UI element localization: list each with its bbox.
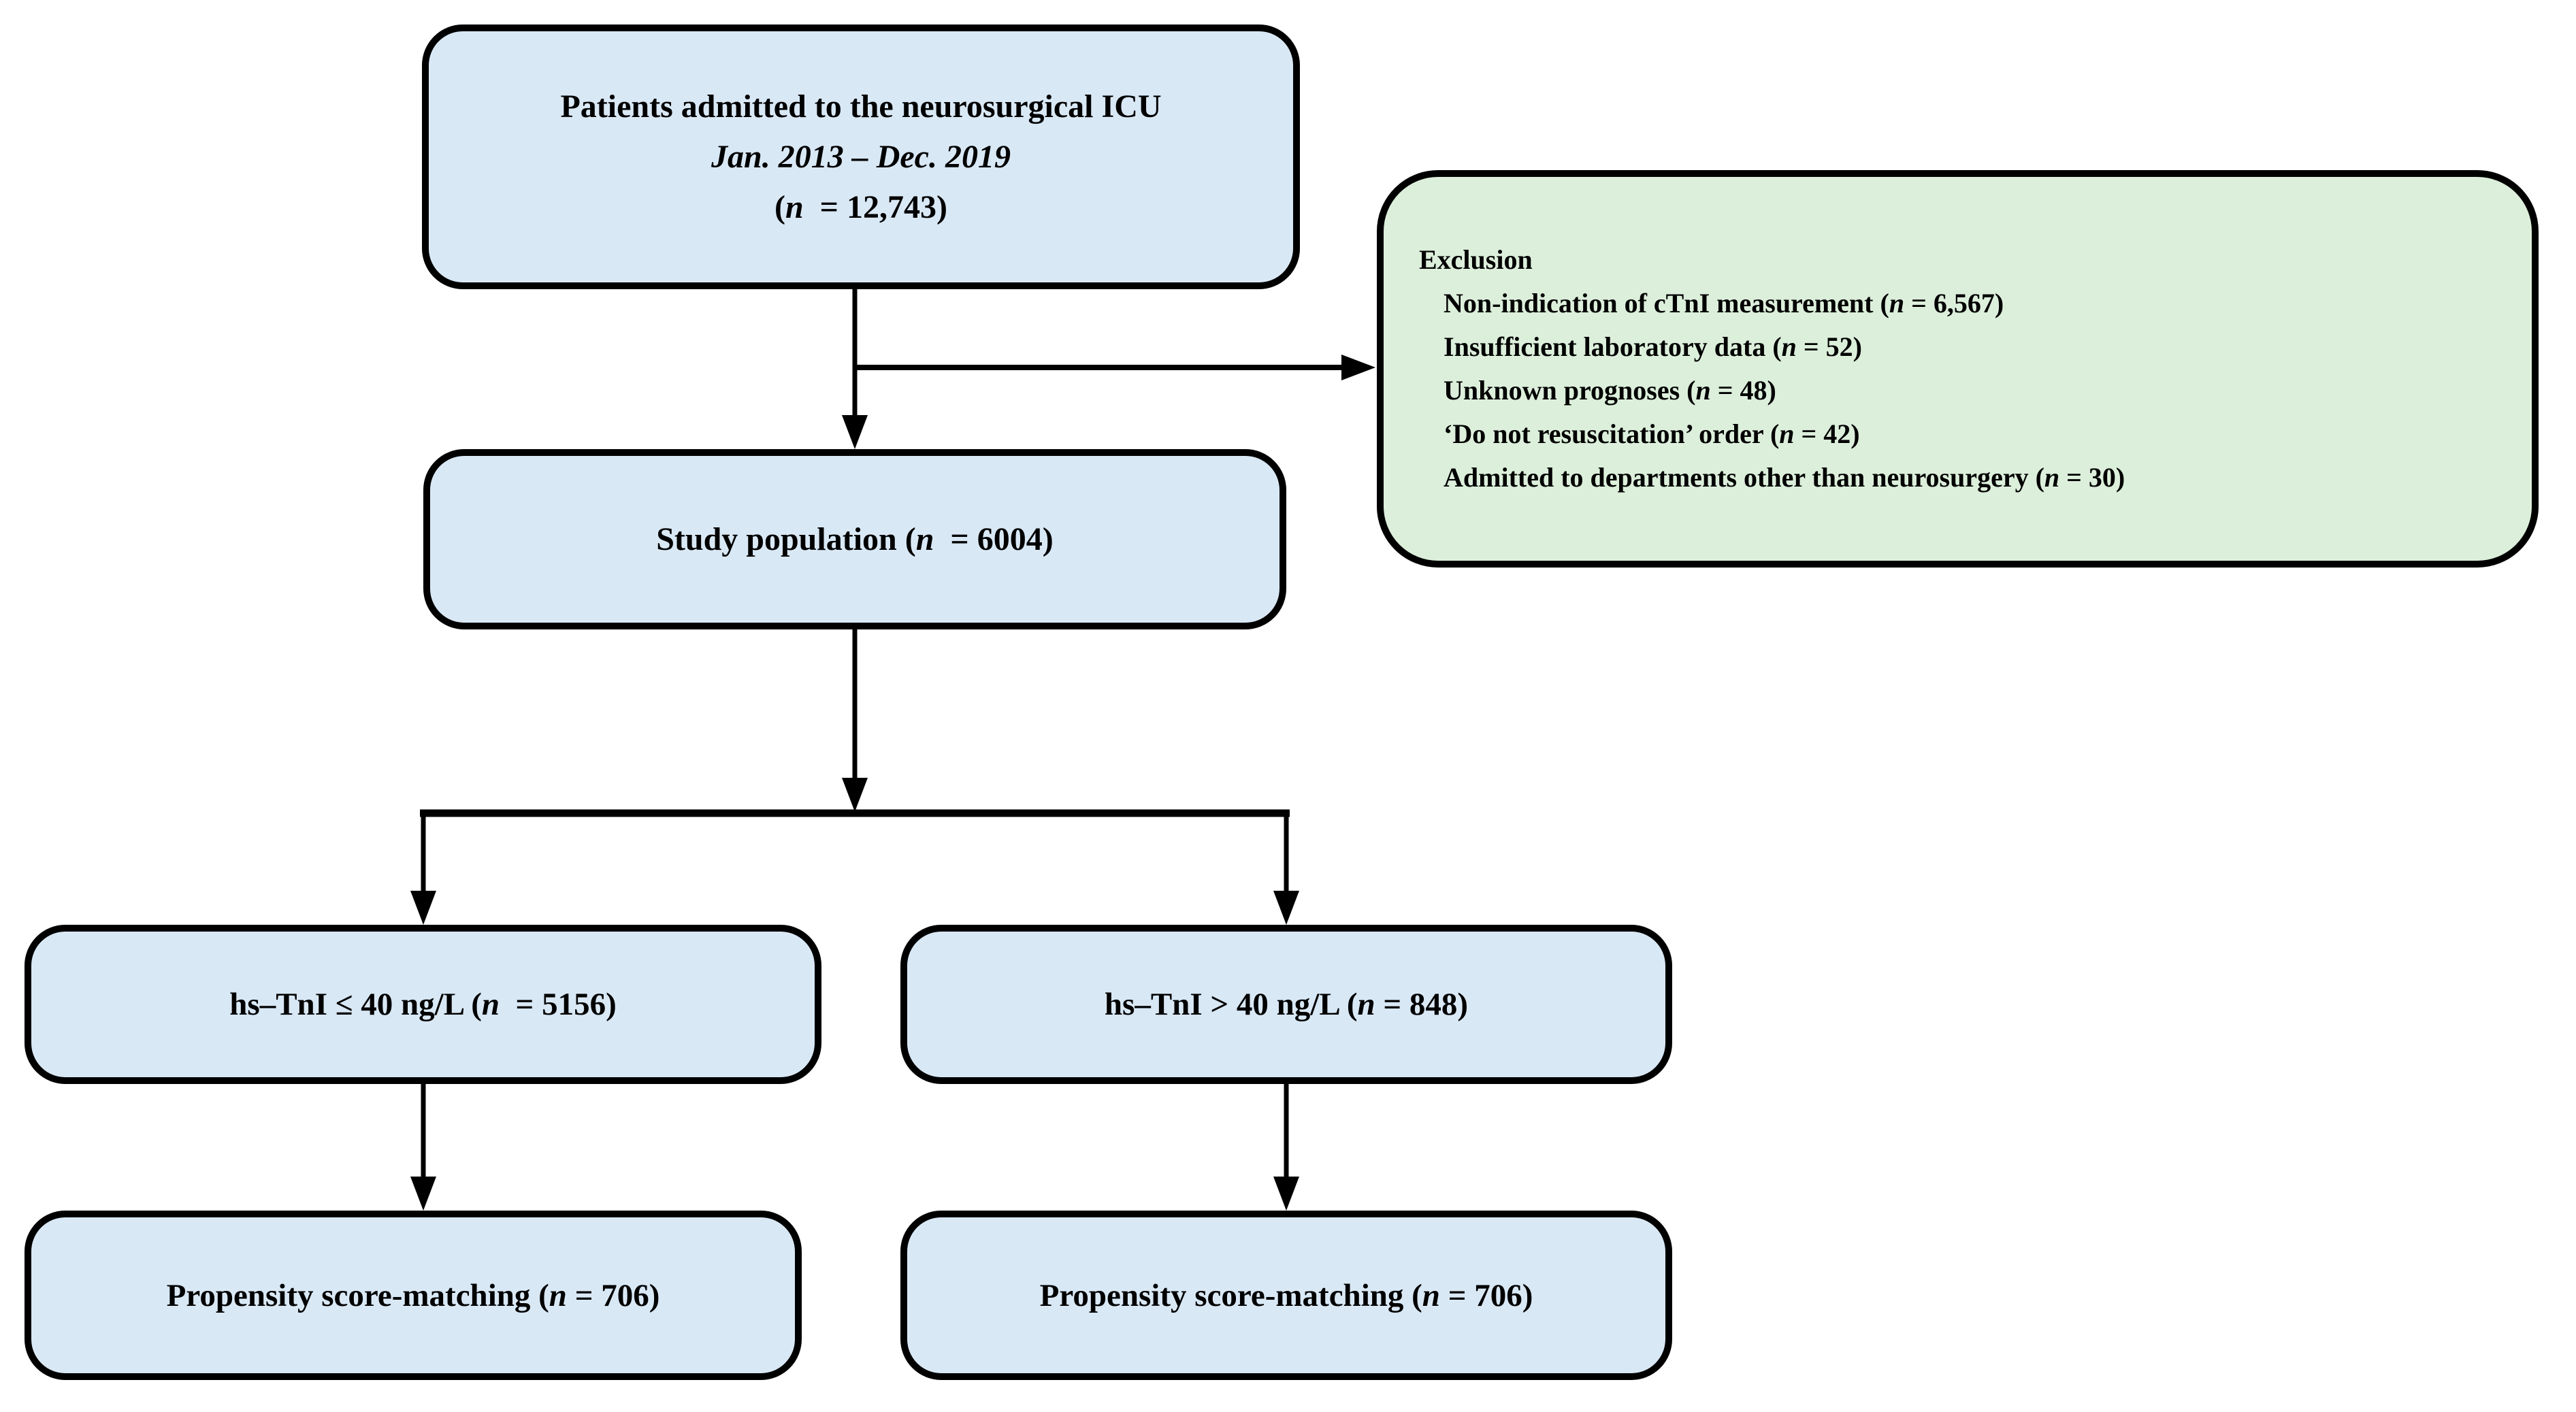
text-segment: = 52) bbox=[1796, 331, 1863, 362]
text-segment: Unknown prognoses ( bbox=[1444, 375, 1696, 406]
node-study: Study population (n = 6004) bbox=[423, 449, 1286, 629]
node-study-label: Study population (n = 6004) bbox=[656, 514, 1054, 565]
text-segment: = 6004) bbox=[934, 521, 1054, 557]
text-line: Jan. 2013 – Dec. 2019 bbox=[560, 132, 1161, 182]
node-hs-high: hs–TnI > 40 ng/L (n = 848) bbox=[900, 925, 1672, 1084]
node-psm-high: Propensity score-matching (n = 706) bbox=[900, 1211, 1672, 1380]
text-segment: n bbox=[549, 1277, 567, 1313]
text-segment: = 5156) bbox=[500, 987, 617, 1022]
arrow-admitted-to-study-head bbox=[842, 415, 868, 449]
arrow-study-to-branch-head bbox=[842, 778, 868, 812]
text-segment: Non-indication of cTnI measurement ( bbox=[1444, 288, 1889, 318]
text-segment: n bbox=[1695, 375, 1711, 406]
text-segment: n bbox=[1357, 987, 1375, 1022]
exclusion-item: ‘Do not resuscitation’ order (n = 42) bbox=[1444, 412, 2125, 456]
exclusion-item: Admitted to departments other than neuro… bbox=[1444, 456, 2125, 499]
node-hs-low-label: hs–TnI ≤ 40 ng/L (n = 5156) bbox=[229, 979, 616, 1030]
exclusion-items: Non-indication of cTnI measurement (n = … bbox=[1419, 282, 2125, 499]
exclusion-heading: Exclusion bbox=[1419, 238, 2125, 282]
node-hs-high-label: hs–TnI > 40 ng/L (n = 848) bbox=[1105, 979, 1468, 1030]
text-segment: n bbox=[2044, 462, 2060, 493]
exclusion-item: Non-indication of cTnI measurement (n = … bbox=[1444, 282, 2125, 325]
text-segment: Admitted to departments other than neuro… bbox=[1444, 462, 2044, 493]
node-psm-low-label: Propensity score-matching (n = 706) bbox=[167, 1270, 660, 1321]
text-line: Propensity score-matching (n = 706) bbox=[1040, 1270, 1533, 1321]
text-segment: n bbox=[1889, 288, 1905, 318]
text-segment: hs–TnI ≤ 40 ng/L ( bbox=[229, 987, 482, 1022]
text-segment: n bbox=[481, 987, 500, 1022]
text-segment: Patients admitted to the neurosurgical I… bbox=[560, 88, 1162, 125]
text-segment: = 848) bbox=[1375, 987, 1469, 1022]
text-segment: = 30) bbox=[2059, 462, 2125, 493]
text-segment: = 706) bbox=[1439, 1277, 1533, 1313]
text-line: Study population (n = 6004) bbox=[656, 514, 1054, 565]
text-segment: = 706) bbox=[566, 1277, 660, 1313]
text-segment: = 6,567) bbox=[1904, 288, 2004, 318]
node-hs-low: hs–TnI ≤ 40 ng/L (n = 5156) bbox=[25, 925, 821, 1084]
text-segment: Jan. 2013 – Dec. 2019 bbox=[711, 138, 1011, 175]
arrow-branch-to-hshigh-head bbox=[1273, 891, 1299, 925]
text-line: hs–TnI > 40 ng/L (n = 848) bbox=[1105, 979, 1468, 1030]
text-segment: hs–TnI > 40 ng/L ( bbox=[1104, 987, 1358, 1022]
node-admitted: Patients admitted to the neurosurgical I… bbox=[422, 24, 1300, 289]
text-line: Propensity score-matching (n = 706) bbox=[167, 1270, 660, 1321]
arrow-branch-to-hslow-head bbox=[410, 891, 436, 925]
text-segment: = 42) bbox=[1794, 418, 1860, 449]
node-exclusion-content: Exclusion Non-indication of cTnI measure… bbox=[1384, 238, 2138, 499]
text-segment: ‘Do not resuscitation’ order ( bbox=[1444, 418, 1780, 449]
arrow-hslow-to-psmlow-head bbox=[410, 1177, 436, 1211]
text-segment: n bbox=[915, 521, 934, 557]
arrow-to-exclusion-head bbox=[1341, 355, 1375, 380]
exclusion-item: Unknown prognoses (n = 48) bbox=[1444, 369, 2125, 412]
text-segment: = 12,743) bbox=[803, 188, 948, 225]
arrow-hshigh-to-psmhigh-head bbox=[1273, 1177, 1299, 1211]
text-segment: n bbox=[1779, 418, 1795, 449]
text-segment: = 48) bbox=[1710, 375, 1776, 406]
text-segment: Propensity score-matching ( bbox=[1039, 1277, 1422, 1313]
text-line: (n = 12,743) bbox=[560, 182, 1161, 233]
text-segment: n bbox=[1422, 1277, 1440, 1313]
text-segment: Insufficient laboratory data ( bbox=[1444, 331, 1782, 362]
text-line: Patients admitted to the neurosurgical I… bbox=[560, 82, 1161, 132]
text-line: hs–TnI ≤ 40 ng/L (n = 5156) bbox=[229, 979, 616, 1030]
text-segment: Propensity score-matching ( bbox=[166, 1277, 549, 1313]
text-segment: n bbox=[1781, 331, 1797, 362]
text-segment: ( bbox=[774, 188, 785, 225]
text-segment: n bbox=[785, 188, 804, 225]
node-exclusion: Exclusion Non-indication of cTnI measure… bbox=[1377, 170, 2539, 568]
node-psm-high-label: Propensity score-matching (n = 706) bbox=[1040, 1270, 1533, 1321]
node-psm-low: Propensity score-matching (n = 706) bbox=[25, 1211, 802, 1380]
text-segment: Exclusion bbox=[1419, 244, 1533, 275]
text-segment: Study population ( bbox=[656, 521, 916, 557]
node-admitted-label: Patients admitted to the neurosurgical I… bbox=[560, 82, 1161, 233]
exclusion-item: Insufficient laboratory data (n = 52) bbox=[1444, 325, 2125, 369]
